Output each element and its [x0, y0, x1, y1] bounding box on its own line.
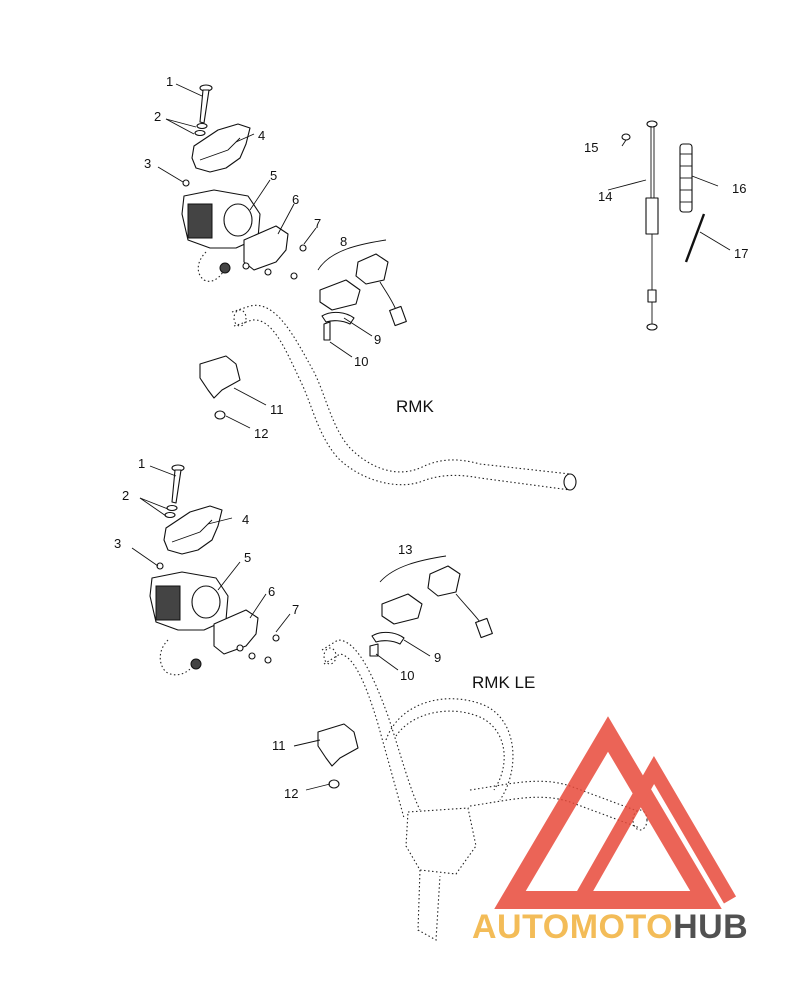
callout-label: 15 [584, 140, 598, 155]
callout-label: 7 [292, 602, 299, 617]
callout-label: 9 [434, 650, 441, 665]
callout-label: 13 [398, 542, 412, 557]
callout-label: 14 [598, 189, 612, 204]
leader-lines [131, 83, 731, 791]
part-nut [156, 562, 164, 570]
callout-label: 10 [354, 354, 368, 369]
watermark-logo-icon [494, 716, 737, 909]
callout-label: 6 [292, 192, 299, 207]
callout-label: 17 [734, 246, 748, 261]
part-spring-sleeve [679, 143, 693, 213]
part-cable-clip [621, 133, 631, 141]
part-screw [272, 634, 280, 642]
callouts-upper: 1 2 3 4 5 6 7 8 9 10 11 12 [144, 74, 381, 441]
callout-label: 2 [122, 488, 129, 503]
callout-label: 6 [268, 584, 275, 599]
callout-label: 9 [374, 332, 381, 347]
watermark-text-a: AUTOMOTO [472, 908, 673, 946]
part-bolt [171, 464, 185, 504]
part-throttle-block [319, 253, 407, 327]
callout-label: 1 [138, 456, 145, 471]
part-washer [164, 511, 176, 519]
part-pin [323, 321, 331, 341]
callout-label: 4 [242, 512, 249, 527]
part-clip [371, 631, 405, 645]
callout-label: 12 [284, 786, 298, 801]
part-washer [194, 129, 206, 137]
watermark-text: AUTOMOTOHUB [472, 908, 748, 946]
callout-label: 4 [258, 128, 265, 143]
part-hook-bracket [199, 355, 241, 399]
callout-label: 3 [144, 156, 151, 171]
handlebar-rmk-le [321, 639, 648, 941]
upper-assembly [181, 84, 577, 491]
handlebar-rmk [231, 304, 577, 491]
lower-assembly [149, 464, 648, 941]
part-switch-housing [181, 189, 261, 282]
part-washer [196, 122, 208, 130]
callout-label: 3 [114, 536, 121, 551]
watermark: AUTOMOTOHUB [472, 716, 748, 946]
part-nut [328, 779, 340, 789]
section-label-rmk: RMK [396, 397, 434, 416]
part-bolt [199, 84, 213, 124]
part-cover-plate [213, 609, 259, 655]
callout-label: 12 [254, 426, 268, 441]
part-nut [182, 179, 190, 187]
callout-label: 10 [400, 668, 414, 683]
part-throttle-block [381, 565, 493, 639]
watermark-text-b: HUB [673, 908, 748, 946]
callout-label: 2 [154, 109, 161, 124]
part-clip [321, 311, 355, 325]
part-clamp-bracket [163, 505, 223, 555]
callout-label: 16 [732, 181, 746, 196]
cable-assembly [621, 120, 706, 331]
part-rod [684, 213, 706, 263]
callout-label: 5 [244, 550, 251, 565]
part-hook-bracket [317, 723, 359, 767]
callout-label: 5 [270, 168, 277, 183]
section-label-rmk-le: RMK LE [472, 673, 535, 692]
part-washer [166, 504, 178, 512]
part-clamp-bracket [191, 123, 251, 173]
callouts-cable: 14 15 16 17 [584, 140, 748, 261]
callouts-lower: 1 2 3 4 5 6 7 13 9 10 11 12 [114, 456, 441, 801]
callout-label: 11 [270, 402, 284, 417]
part-nut [214, 410, 226, 420]
callout-label: 8 [340, 234, 347, 249]
part-screw [299, 244, 307, 252]
callout-label: 11 [272, 738, 286, 753]
callout-label: 7 [314, 216, 321, 231]
part-switch-housing [149, 571, 229, 676]
callout-label: 1 [166, 74, 173, 89]
